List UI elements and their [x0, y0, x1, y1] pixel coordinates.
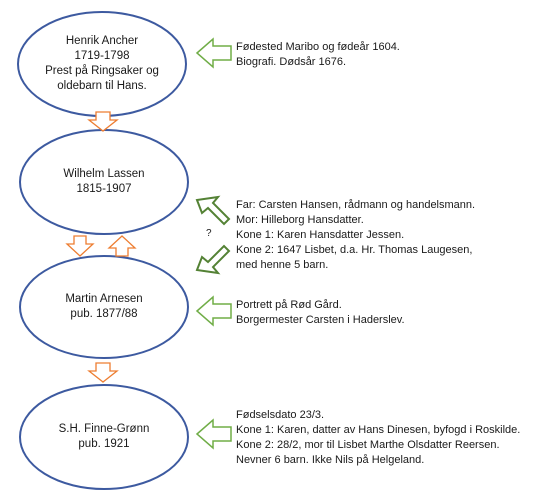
- down-arrow-icon: [65, 235, 95, 257]
- note-line: Kone 1: Karen Hansdatter Jessen.: [236, 229, 405, 241]
- note-line: Far: Carsten Hansen, rådmann og handelsm…: [236, 199, 476, 211]
- note-line: Fødested Maribo og fødeår 1604.: [236, 41, 400, 53]
- node-ellipse-finne-gronn: [19, 384, 189, 490]
- node-line: Prest på Ringsaker og: [45, 65, 159, 77]
- note-finne-gronn: Fødselsdato 23/3. Kone 1: Karen, datter …: [236, 408, 520, 468]
- left-arrow-icon: [195, 37, 232, 69]
- note-line: Kone 1: Karen, datter av Hans Dinesen, b…: [236, 424, 521, 436]
- note-line: Fødselsdato 23/3.: [236, 409, 325, 421]
- note-line: Borgermester Carsten i Haderslev.: [236, 314, 405, 326]
- node-line: Henrik Ancher: [65, 35, 139, 47]
- node-line: pub. 1877/88: [70, 308, 138, 320]
- note-line: Kone 2: 28/2, mor til Lisbet Marthe Olsd…: [236, 439, 500, 451]
- question-mark: ?: [206, 228, 212, 239]
- up-arrow-icon: [107, 235, 137, 257]
- diagonal-arrow-icon: [195, 244, 231, 275]
- note-line: Kone 2: 1647 Lisbet, d.a. Hr. Thomas Lau…: [236, 244, 473, 256]
- note-ancher: Fødested Maribo og fødeår 1604. Biografi…: [236, 40, 400, 70]
- node-ancher: Henrik Ancher 1719-1798 Prest på Ringsak…: [22, 30, 182, 98]
- node-line: Wilhelm Lassen: [63, 168, 145, 180]
- note-lassen: Far: Carsten Hansen, rådmann og handelsm…: [236, 198, 475, 273]
- down-arrow-icon: [87, 111, 119, 132]
- note-line: Mor: Hilleborg Hansdatter.: [236, 214, 364, 226]
- note-line: Biografi. Dødsår 1676.: [236, 56, 347, 68]
- node-line: pub. 1921: [78, 438, 130, 450]
- left-arrow-icon: [195, 418, 232, 450]
- node-ellipse-arnesen: [19, 255, 189, 359]
- note-line: Portrett på Rød Gård.: [236, 299, 342, 311]
- note-line: med henne 5 barn.: [236, 259, 329, 271]
- node-lassen: Wilhelm Lassen 1815-1907: [24, 166, 184, 198]
- node-arnesen: Martin Arnesen pub. 1877/88: [24, 291, 184, 323]
- diagonal-arrow-icon: [195, 195, 231, 226]
- down-arrow-icon: [87, 362, 119, 383]
- node-line: oldebarn til Hans.: [57, 80, 147, 92]
- left-arrow-icon: [195, 295, 232, 327]
- node-finne-gronn: S.H. Finne-Grønn pub. 1921: [24, 421, 184, 453]
- node-line: 1719-1798: [74, 50, 130, 62]
- note-arnesen: Portrett på Rød Gård. Borgermester Carst…: [236, 298, 405, 328]
- node-line: S.H. Finne-Grønn: [58, 423, 150, 435]
- node-line: Martin Arnesen: [65, 293, 143, 305]
- node-line: 1815-1907: [76, 183, 132, 195]
- note-line: Nevner 6 barn. Ikke Nils på Helgeland.: [236, 454, 425, 466]
